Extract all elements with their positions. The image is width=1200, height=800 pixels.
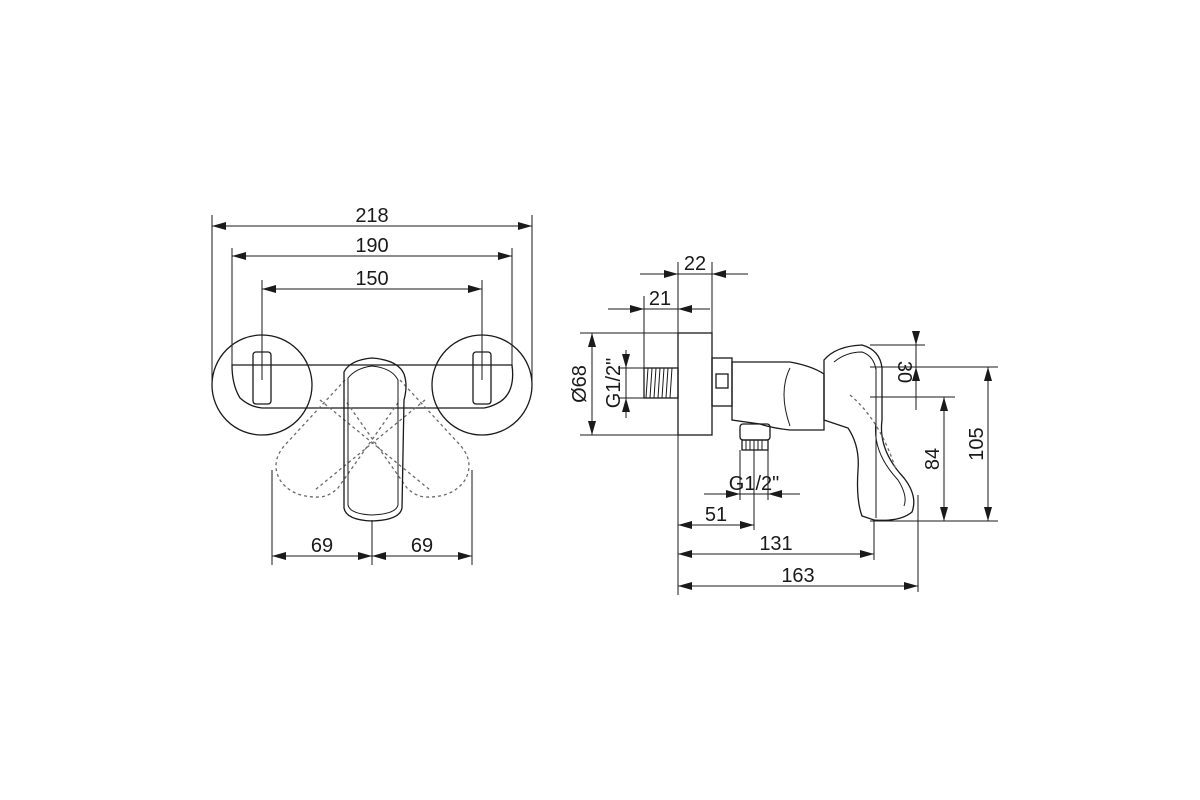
dim-30: 30: [893, 331, 920, 410]
dim-diameter-68: Ø68: [569, 333, 596, 435]
side-mixer-body: [731, 361, 825, 431]
dim-131: 131: [678, 533, 874, 558]
dim-30-label: 30: [893, 361, 915, 383]
side-lever-handle: [823, 344, 915, 521]
dim-inlet-thread-label: G1/2": [603, 358, 625, 408]
dim-outlet-thread-label: G1/2": [729, 473, 779, 495]
side-lever-hidden: [849, 394, 897, 471]
outlet-nozzle: [739, 423, 771, 441]
dim-150-label: 150: [355, 268, 388, 290]
dim-51-label: 51: [705, 504, 727, 526]
mixer-body: [231, 364, 514, 409]
dim-69-right-label: 69: [411, 535, 433, 557]
outlet-thread: [741, 439, 769, 451]
dim-190: 190: [232, 235, 512, 260]
dim-150: 150: [262, 268, 482, 293]
dim-21-label: 21: [649, 288, 671, 310]
dim-218: 218: [212, 205, 532, 230]
dim-105: 105: [966, 367, 992, 521]
dim-163-label: 163: [781, 565, 814, 587]
dim-inlet-thread: G1/2": [603, 350, 630, 418]
dim-84: 84: [922, 397, 948, 521]
side-connector-small: [715, 373, 729, 389]
handle-swing-hidden-lines: [275, 379, 470, 498]
dim-22-label: 22: [684, 253, 706, 275]
lever-handle: [343, 357, 407, 522]
front-extension-lines: [211, 215, 533, 565]
side-extension-lines: [580, 262, 998, 595]
dim-outlet-thread: G1/2": [704, 473, 800, 498]
dim-69-pair: 69 69: [272, 535, 472, 560]
dim-69-left-label: 69: [311, 535, 333, 557]
dim-diameter-68-label: Ø68: [569, 365, 591, 403]
front-view: 218 190 150 69 69: [211, 205, 533, 565]
dim-218-label: 218: [355, 205, 388, 227]
side-connector-nut: [711, 357, 733, 407]
dim-22: 22: [640, 253, 748, 278]
dim-84-label: 84: [922, 448, 944, 470]
dim-190-label: 190: [355, 235, 388, 257]
inlet-thread: [643, 367, 679, 399]
dim-131-label: 131: [759, 533, 792, 555]
side-wall-flange: [677, 332, 713, 436]
dim-51: 51: [678, 504, 754, 529]
dim-21: 21: [608, 288, 710, 313]
lever-handle-inner: [347, 365, 399, 516]
side-view: 22 21 Ø68 G1/2" G1/2": [569, 253, 998, 595]
side-body-curve: [783, 367, 791, 427]
dim-105-label: 105: [966, 427, 988, 460]
dim-163: 163: [678, 565, 918, 590]
